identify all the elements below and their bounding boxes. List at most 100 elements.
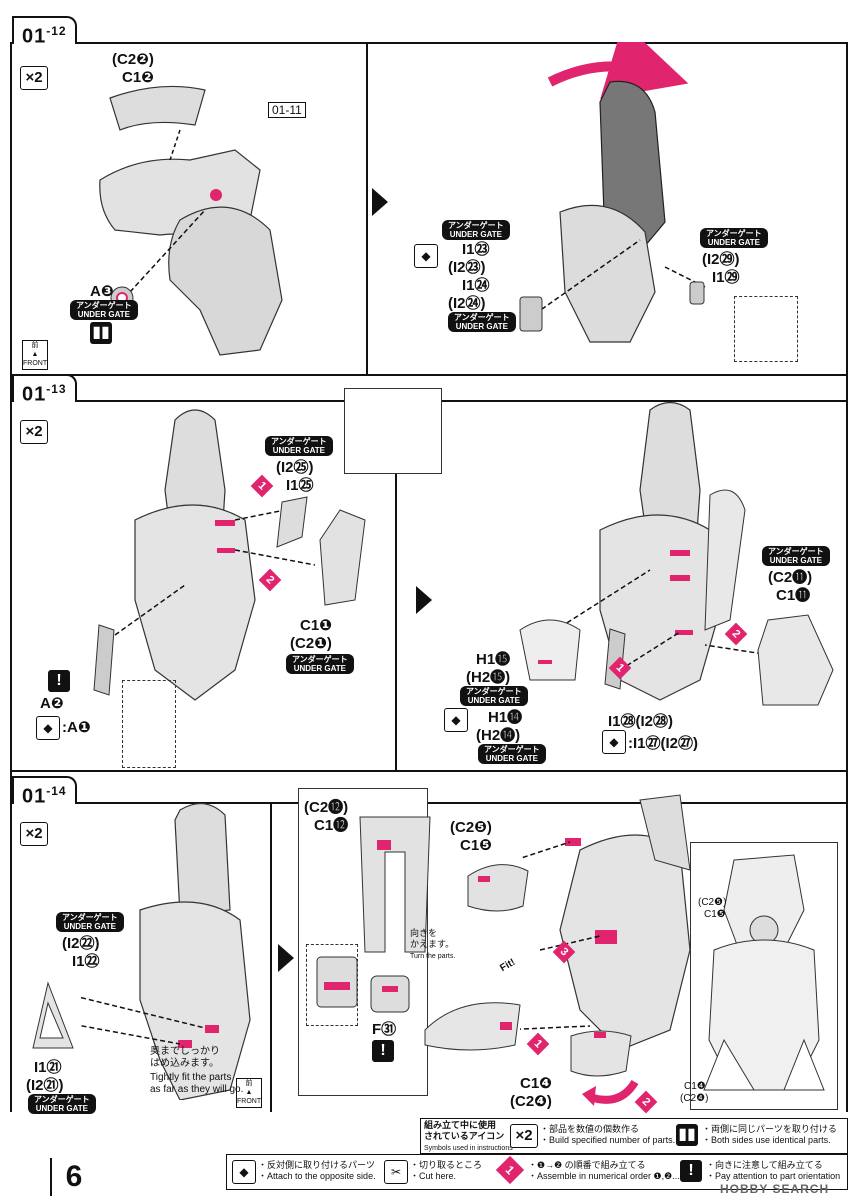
step-tab-13: 01-13 <box>12 374 77 406</box>
u-frame-part-14 <box>359 816 431 953</box>
next-arrow-12 <box>372 188 388 216</box>
next-arrow-13 <box>416 586 432 614</box>
step-tab-12: 01-12 <box>12 16 77 48</box>
panel-border-13-bottom <box>10 770 848 772</box>
panel-border-12-bottom <box>10 374 848 376</box>
panel-divider-13 <box>395 400 397 770</box>
label-c1-11: C1⓫ <box>776 587 811 604</box>
label-i1-21: I1㉑ <box>34 1059 62 1076</box>
label-i1-28: I1㉘(I2㉘) <box>608 713 674 730</box>
qty-badge-13: ×2 <box>20 420 48 444</box>
panel-border-14-top <box>10 802 848 804</box>
assembled-arm-14 <box>703 854 825 1091</box>
label-i2-23: (I2㉓) <box>448 259 486 276</box>
legend-orient-icon: ! <box>680 1160 702 1182</box>
gundam-arm-part-12a <box>99 85 283 356</box>
step-tab-14: 01-14 <box>12 776 77 808</box>
both-sides-icon: ▮▮ <box>90 322 112 344</box>
label-i1-22: I1㉒ <box>72 953 100 970</box>
legend-qty-text: ・部品を数値の個数作る・Build specified number of pa… <box>540 1124 676 1145</box>
label-i2-22: (I2㉒) <box>62 935 100 952</box>
label-c2-12: (C2⓬) <box>304 799 349 816</box>
joint-part-14 <box>316 956 358 1008</box>
label-i2-24: (I2㉔) <box>448 295 486 312</box>
opposite-side-icon-13b: ◆ <box>444 708 468 732</box>
opposite-side-icon-13a: ◆ <box>36 716 60 740</box>
legend-box <box>420 1118 848 1154</box>
page-number: 6 <box>50 1158 96 1196</box>
panel-divider-14 <box>270 802 272 1112</box>
watermark: HOBBY SEARCH <box>720 1182 830 1196</box>
detail-box-cut-13 <box>344 388 442 474</box>
panel-border-top <box>10 42 848 44</box>
gundam-arm-part-13a <box>114 409 316 701</box>
label-i2-29: (I2㉙) <box>702 251 740 268</box>
legend-cut-text: ・切り取るところ・Cut here. <box>410 1160 483 1181</box>
label-c1-5b: C1❺ <box>704 909 726 920</box>
label-c1-2: C1❷ <box>122 69 154 86</box>
rotate-arrow-14 <box>582 1079 639 1106</box>
label-c2-11: (C2⓫) <box>768 569 813 586</box>
fit-note-jp: 奥までしっかりはめ込みます。 <box>150 1046 220 1069</box>
forearm-part-14 <box>424 1002 521 1051</box>
small-pin-13b <box>604 628 626 690</box>
label-i1-27: :I1㉗(I2㉗) <box>628 735 699 752</box>
legend-both-text: ・両側に同じパーツを取り付ける・Both sides use identical… <box>702 1124 837 1145</box>
opposite-side-icon-12: ◆ <box>414 244 438 268</box>
label-c1-12: C1⓬ <box>314 817 349 834</box>
label-i1-25: I1㉕ <box>286 477 314 494</box>
panel-divider-12 <box>366 42 368 374</box>
legend-cut-icon: ✂ <box>384 1160 408 1184</box>
label-c2-4: (C2❹) <box>510 1093 552 1110</box>
label-c1-4: C1❹ <box>520 1075 552 1092</box>
fit-mark: Fit! <box>498 956 518 975</box>
legend-opposite-text: ・反対側に取り付けるパーツ・Attach to the opposite sid… <box>258 1160 376 1181</box>
gundam-arm-part-12b <box>519 42 706 343</box>
label-c1-5: C1❺ <box>460 837 492 854</box>
label-f61: F㉛ <box>372 1021 397 1038</box>
legend-order-text: ・❶→❷ の順番で組み立てる・Assemble in numerical ord… <box>528 1160 680 1181</box>
small-triangle-part-14 <box>32 981 74 1049</box>
ref-box-01-11: 01-11 <box>268 102 306 118</box>
label-a2: A❷ <box>40 695 64 712</box>
legend-qty-icon: ×2 <box>510 1124 538 1148</box>
opposite-side-icon-13c: ◆ <box>602 730 626 754</box>
label-c2-2: (C2❷) <box>112 51 154 68</box>
label-i2-21: (I2㉑) <box>26 1077 64 1094</box>
caution-icon-14: ! <box>372 1040 394 1062</box>
detail-box-12 <box>734 296 798 362</box>
legend-box-2 <box>226 1154 848 1190</box>
gundam-arm-part-13b <box>539 401 771 701</box>
label-h2-14: (H2⓮) <box>476 727 521 744</box>
caution-icon-13: ! <box>48 670 70 692</box>
detail-box-13 <box>122 680 176 768</box>
legend-both-sides-icon: ▮▮ <box>676 1124 698 1146</box>
side-plate-13 <box>757 614 834 706</box>
label-c2-1: (C2❶) <box>290 635 332 652</box>
label-c2-5b: (C2❺) <box>698 897 727 908</box>
legend-orient-text: ・向きに注意して組み立てる・Pay attention to part orie… <box>706 1160 841 1181</box>
label-c1-4b: C1❹ <box>684 1081 706 1092</box>
joint-part-14b <box>370 975 410 1013</box>
label-i1-23: I1㉓ <box>462 241 490 258</box>
label-h2-15: (H2⓯) <box>466 669 511 686</box>
label-h1-14: H1⓮ <box>488 709 523 726</box>
shoulder-part-14 <box>467 864 529 912</box>
label-i2-25: (I2㉕) <box>276 459 314 476</box>
hand-part-14 <box>570 1030 632 1077</box>
label-a3: A❸ <box>90 283 114 300</box>
front-icon-14: 前▲FRONT <box>236 1078 262 1108</box>
qty-badge-14: ×2 <box>20 822 48 846</box>
turn-note: 向きをかえます。Turn the parts. <box>410 928 456 960</box>
